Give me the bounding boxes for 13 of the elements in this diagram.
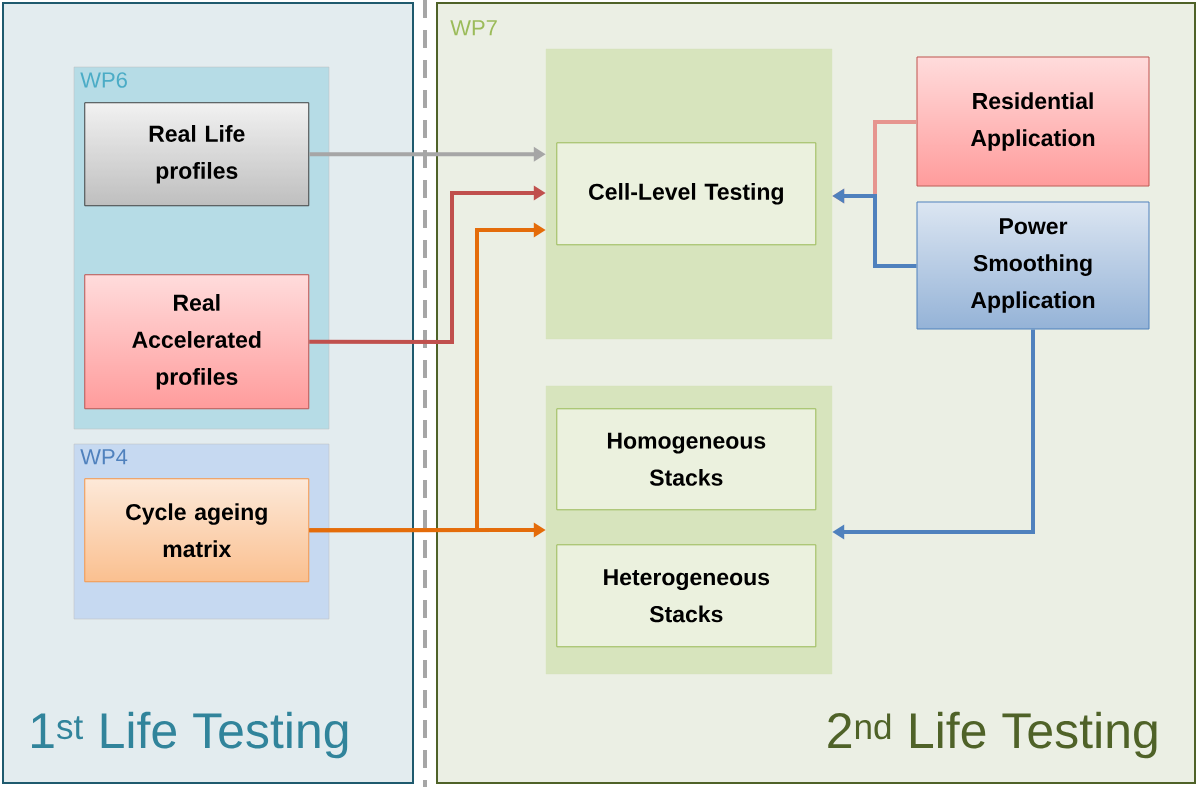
process-box: Cycle ageing matrix	[84, 478, 310, 583]
group-label: WP4	[80, 449, 128, 465]
process-box: Heterogeneous Stacks	[556, 544, 817, 648]
group-label: WP6	[80, 72, 127, 88]
process-box: Real Accelerated profiles	[84, 274, 310, 410]
panel-title: 1$^{st}$ Life Testing	[32, 711, 348, 759]
panel-title: 2$^{nd}$ Life Testing	[828, 711, 1157, 759]
process-box: Power Smoothing Application	[916, 201, 1150, 330]
process-box: Homogeneous Stacks	[556, 408, 817, 511]
process-box: Real Life profiles	[84, 102, 310, 207]
process-box: Cell-Level Testing	[556, 142, 817, 246]
process-box: Residential Application	[916, 56, 1150, 187]
group-label: WP7	[450, 20, 497, 36]
